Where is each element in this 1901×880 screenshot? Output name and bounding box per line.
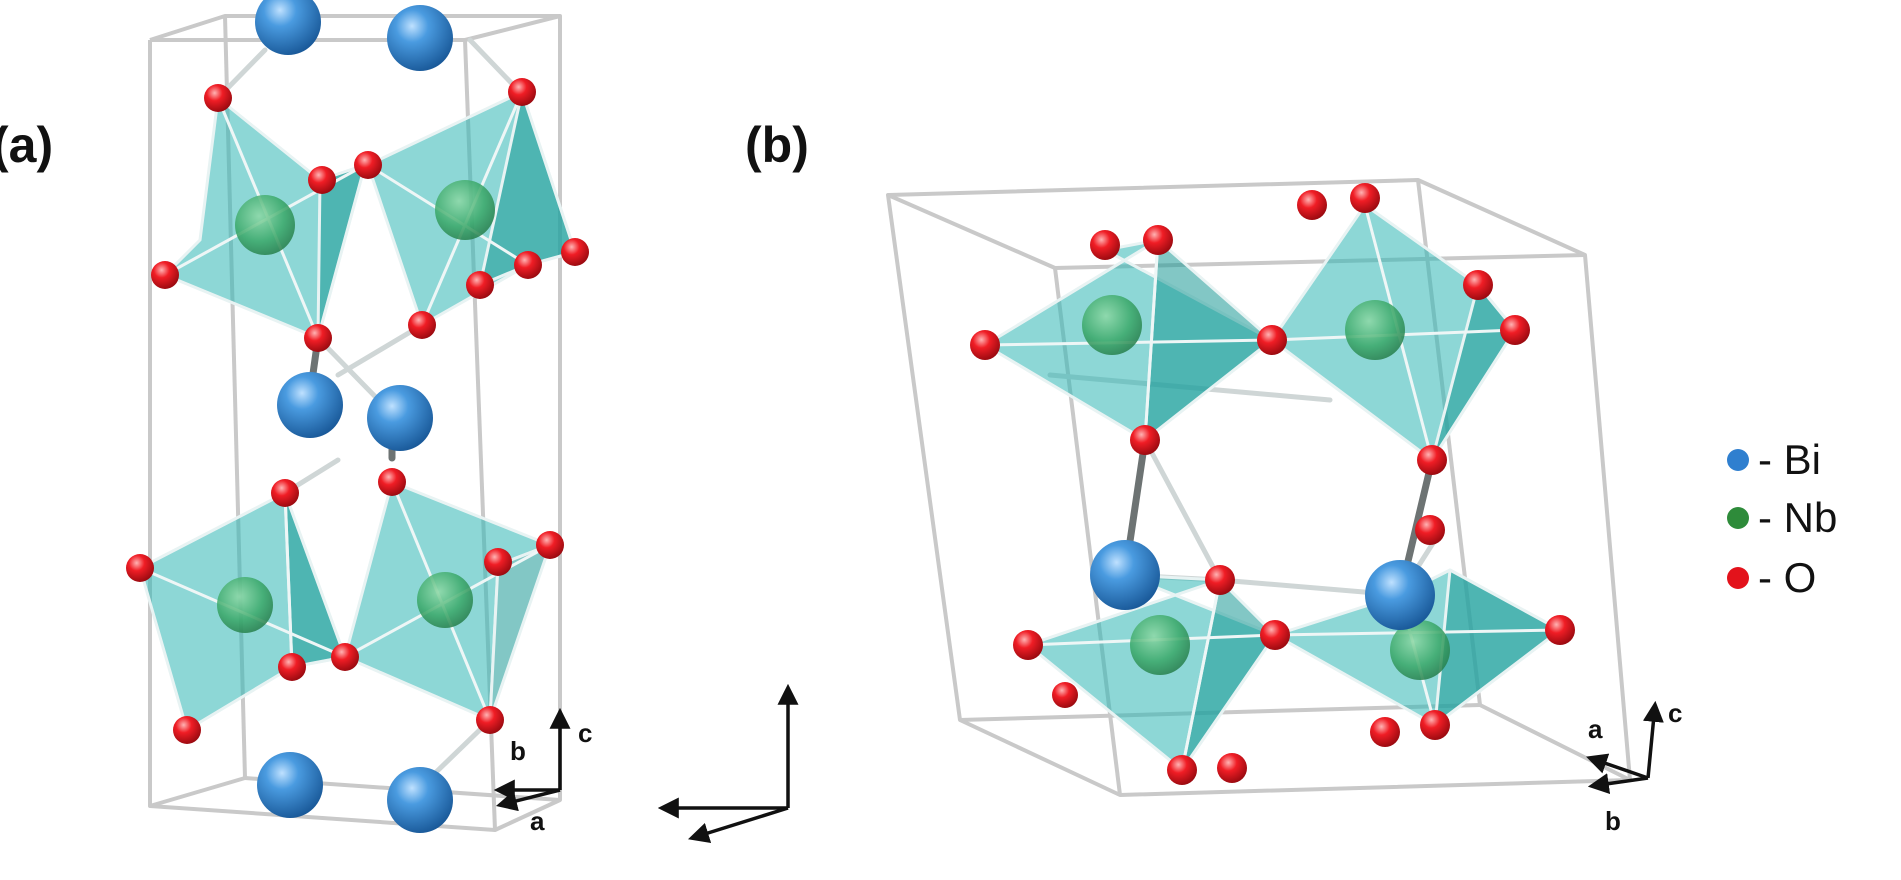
axis-label-a: a [1588, 714, 1603, 744]
orientation-arrows [657, 683, 799, 844]
legend-label-o: - O [1758, 554, 1816, 601]
nb-atoms-a [217, 180, 495, 633]
panel-a: (a) [0, 0, 592, 836]
axis-label-c: c [578, 718, 592, 748]
axis-indicator-a: c b a [493, 707, 592, 836]
legend-label-nb: - Nb [1758, 494, 1837, 541]
bi-atoms-a [255, 0, 453, 833]
o-atoms-a [126, 78, 589, 744]
legend-swatch-nb [1727, 507, 1749, 529]
legend-swatch-o [1727, 567, 1749, 589]
nb-atoms-b [1082, 295, 1450, 680]
axis-label-b: b [1605, 806, 1621, 836]
legend: - Bi - Nb - O [1727, 436, 1837, 601]
panel-b: (b) [745, 117, 1682, 836]
legend-item-bi: - Bi [1727, 436, 1821, 483]
o-atoms-b [970, 183, 1575, 785]
panel-b-label: (b) [745, 117, 809, 173]
axis-label-b: b [510, 736, 526, 766]
axis-label-a: a [530, 806, 545, 836]
bi-atoms-b [1090, 540, 1435, 630]
panel-a-label: (a) [0, 117, 53, 173]
legend-swatch-bi [1727, 449, 1749, 471]
unit-cell-b [886, 178, 1632, 797]
legend-item-o: - O [1727, 554, 1816, 601]
axis-label-c: c [1668, 698, 1682, 728]
legend-label-bi: - Bi [1758, 436, 1821, 483]
legend-item-nb: - Nb [1727, 494, 1837, 541]
axis-indicator-b: c a b [1586, 698, 1682, 836]
octahedra-a [138, 90, 577, 732]
